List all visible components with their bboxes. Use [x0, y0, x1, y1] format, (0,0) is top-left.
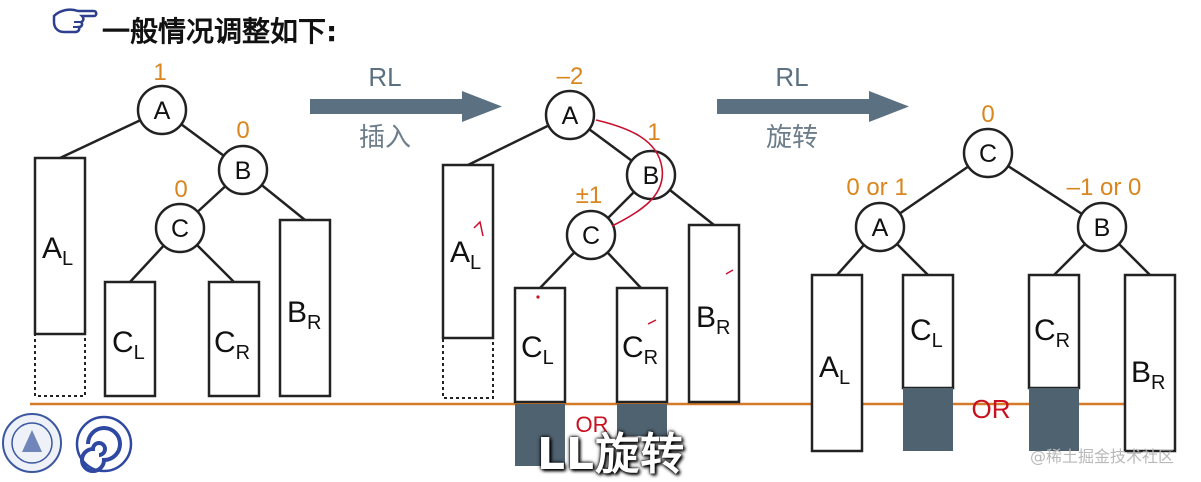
node-b-label: B	[1094, 214, 1111, 242]
label-al: AL	[450, 236, 481, 274]
arrow-rl-rotate: RL 旋转	[717, 62, 909, 152]
node-a-label: A	[154, 97, 171, 125]
label-cr: CR	[622, 331, 658, 369]
inserted-block-cl	[903, 388, 953, 451]
subtree-cl	[513, 286, 567, 404]
subtree-cr	[1027, 273, 1081, 390]
node-a	[136, 84, 188, 136]
subtree-cl	[901, 273, 955, 390]
label-cl: CL	[521, 331, 554, 369]
node-a	[854, 201, 906, 253]
balance-c: 0	[174, 176, 187, 203]
subtree-cl	[103, 280, 157, 398]
balance-a: 1	[153, 59, 166, 86]
arrow1-top-label: RL	[368, 62, 401, 92]
video-subtitle: LL旋转	[537, 429, 686, 480]
balance-a: –2	[557, 63, 584, 90]
inserted-block-cr	[617, 404, 667, 436]
balance-a: 0 or 1	[846, 174, 907, 201]
annotation-mark	[647, 319, 657, 325]
subtree-cr	[615, 286, 669, 404]
node-a	[544, 89, 596, 141]
annotation-mark	[725, 269, 734, 275]
arrow-rl-insert: RL 插入	[310, 62, 502, 152]
node-b-label: B	[643, 162, 660, 190]
slide-title: 一般情况调整如下:	[102, 15, 338, 48]
subtree-cr	[207, 280, 261, 398]
swirl-logo	[75, 415, 133, 473]
node-c	[565, 209, 617, 261]
node-c	[154, 202, 206, 254]
subtree-al-extension	[442, 337, 494, 399]
node-c-label: C	[979, 140, 997, 168]
label-br: BR	[1131, 356, 1165, 394]
node-c-label: C	[171, 215, 189, 243]
node-c	[962, 127, 1014, 179]
node-b	[1076, 201, 1128, 253]
subtree-br	[1123, 273, 1177, 453]
university-seal-logo	[2, 413, 62, 473]
arrow1-bottom-label: 插入	[359, 122, 411, 152]
label-al: AL	[819, 351, 850, 389]
node-b	[217, 144, 269, 196]
arrow2-bottom-label: 旋转	[766, 122, 818, 152]
inserted-block-cl	[515, 404, 565, 466]
annotation-dot	[536, 295, 540, 299]
balance-b: –1 or 0	[1067, 174, 1142, 201]
label-cl: CL	[910, 314, 943, 352]
label-cl: CL	[112, 326, 145, 364]
tree-after-insert: A B C –2 1 ±1 AL CL CR BR OR	[441, 63, 741, 466]
node-b	[625, 149, 677, 201]
node-b-label: B	[235, 157, 252, 185]
inserted-block-cr	[1029, 388, 1079, 451]
tree-before-insert: A B C 1 0 0 AL CL CR BR	[33, 59, 332, 398]
balance-c: 0	[981, 101, 994, 128]
subtree-br	[687, 223, 741, 404]
balance-b: 0	[236, 117, 249, 144]
label-al: AL	[42, 232, 73, 270]
arrow2-top-label: RL	[775, 62, 808, 92]
node-c-label: C	[582, 222, 600, 250]
subtree-al	[441, 163, 495, 340]
subtree-br	[278, 218, 332, 398]
label-br: BR	[287, 296, 321, 334]
node-a-label: A	[872, 214, 889, 242]
balance-b: 1	[647, 119, 660, 146]
subtree-al-extension	[34, 333, 86, 397]
tree-after-rotation: C A B 0 0 or 1 –1 or 0 AL CL CR BR OR	[810, 101, 1177, 453]
or-label: OR	[576, 412, 609, 437]
annotation-stroke	[595, 119, 664, 227]
label-cr: CR	[1034, 314, 1070, 352]
node-a-label: A	[562, 102, 579, 130]
balance-c: ±1	[576, 182, 603, 209]
subtree-al	[810, 273, 864, 453]
or-label: OR	[972, 394, 1011, 424]
annotation-mark	[473, 220, 484, 237]
watermark: @稀土掘金技术社区	[1030, 447, 1175, 466]
subtree-al	[33, 156, 87, 336]
label-br: BR	[696, 301, 730, 339]
pointing-hand-icon	[52, 8, 98, 34]
label-cr: CR	[214, 326, 250, 364]
